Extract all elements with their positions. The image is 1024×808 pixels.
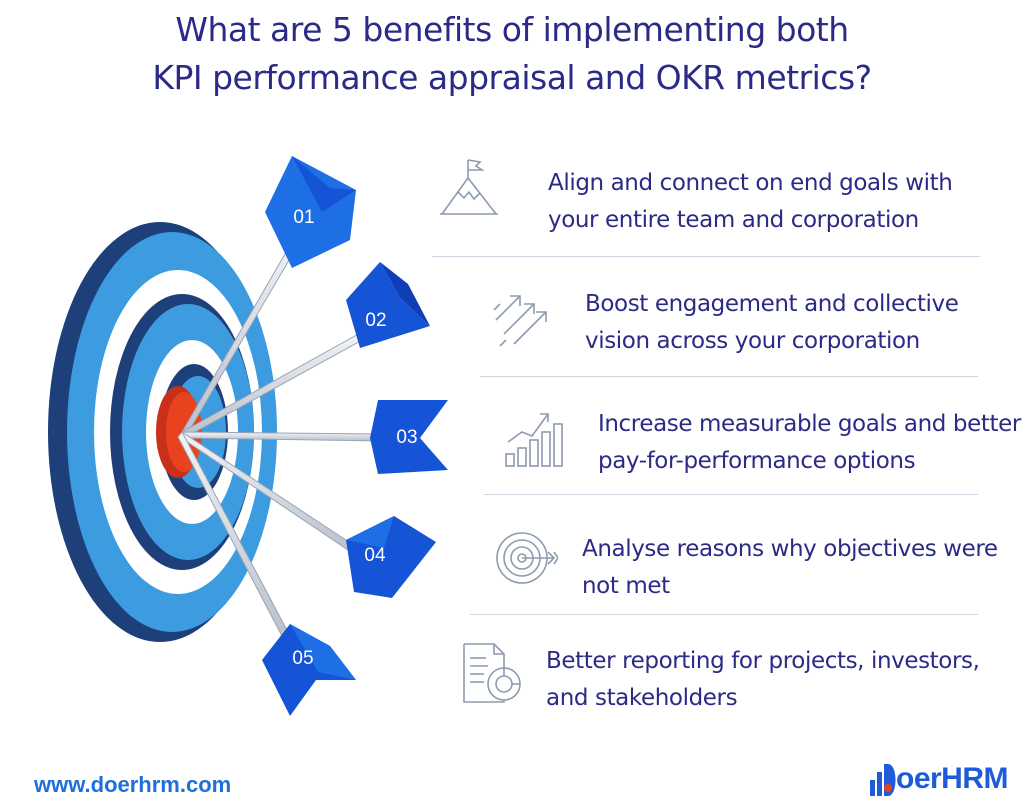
arrow-tag-05: [262, 624, 356, 716]
arrow-number-05: 05: [292, 648, 314, 669]
logo-wordmark: oerHRM: [896, 762, 1009, 795]
logo-d-mark-icon: [870, 764, 896, 796]
benefit-03-line-2: pay-for-performance options: [598, 448, 916, 474]
title-line-2: KPI performance appraisal and OKR metric…: [152, 58, 872, 97]
arrow-tag-04: [346, 516, 436, 598]
divider-01: [432, 256, 980, 257]
benefit-item-03: Increase measurable goals and better pay…: [598, 406, 1021, 480]
target-arrow-icon: [496, 532, 558, 584]
bar-chart-growth-icon: [505, 413, 563, 467]
doerhrm-logo: oerHRM: [868, 758, 1018, 802]
growth-arrows-icon: [493, 295, 547, 347]
arrow-number-04: 04: [364, 545, 386, 566]
benefit-02-line-1: Boost engagement and collective: [585, 291, 959, 317]
divider-04: [470, 614, 978, 615]
report-document-icon: [463, 643, 521, 703]
benefit-03-line-1: Increase measurable goals and better: [598, 411, 1021, 437]
benefit-item-05: Better reporting for projects, investors…: [546, 643, 980, 717]
divider-02: [480, 376, 978, 377]
mountain-flag-icon: [440, 159, 498, 215]
divider-03: [484, 494, 978, 495]
benefit-item-02: Boost engagement and collective vision a…: [585, 286, 959, 360]
benefit-04-line-1: Analyse reasons why objectives were: [582, 536, 998, 562]
arrow-tag-03: [370, 400, 448, 474]
arrow-shafts: [177, 234, 387, 641]
arrow-number-03: 03: [396, 427, 418, 448]
benefit-01-line-1: Align and connect on end goals with: [548, 170, 953, 196]
benefit-05-line-1: Better reporting for projects, investors…: [546, 648, 980, 674]
title-line-1: What are 5 benefits of implementing both: [175, 10, 849, 49]
arrow-number-01: 01: [293, 207, 315, 228]
benefit-04-line-2: not met: [582, 573, 670, 599]
arrow-tag-01: [265, 156, 356, 268]
arrow-number-02: 02: [365, 310, 387, 331]
benefit-item-01: Align and connect on end goals with your…: [548, 165, 953, 239]
page-title: What are 5 benefits of implementing both…: [0, 6, 1024, 102]
benefit-02-line-2: vision across your corporation: [585, 328, 920, 354]
benefit-05-line-2: and stakeholders: [546, 685, 738, 711]
target-diagram: [48, 156, 448, 716]
benefit-item-04: Analyse reasons why objectives were not …: [582, 531, 998, 605]
benefit-01-line-2: your entire team and corporation: [548, 207, 919, 233]
website-link[interactable]: www.doerhrm.com: [34, 772, 232, 797]
dartboard: [48, 222, 277, 642]
arrow-tag-02: [346, 262, 430, 348]
